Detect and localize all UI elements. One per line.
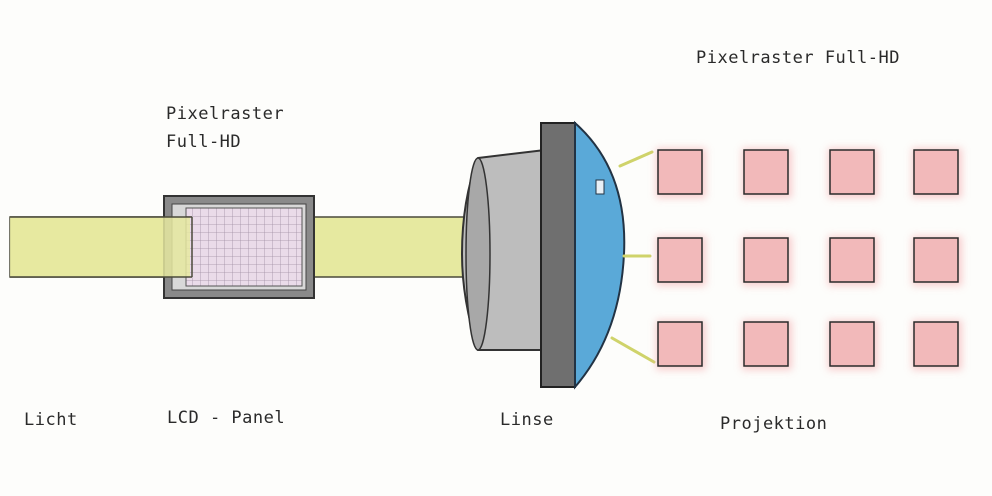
projected-pixel <box>743 321 789 367</box>
pixel-grid-projection-label: Pixelraster Full-HD <box>696 48 900 68</box>
projected-pixel <box>913 149 959 195</box>
projected-pixel <box>829 237 875 283</box>
lcd-panel-label: LCD - Panel <box>167 408 286 428</box>
projected-pixel <box>657 149 703 195</box>
light-rays <box>610 150 656 364</box>
light-label: Licht <box>24 410 78 430</box>
projected-pixel <box>913 237 959 283</box>
lens-label: Linse <box>500 410 554 430</box>
projection-grid <box>656 148 962 370</box>
projected-pixel <box>829 321 875 367</box>
pixel-grid-lcd-label-line1: Pixelraster <box>166 104 285 124</box>
lens <box>460 120 626 390</box>
projected-pixel <box>657 237 703 283</box>
projected-pixel <box>657 321 703 367</box>
pixel-grid-lcd-label-line2: Full-HD <box>166 132 242 152</box>
projected-pixel <box>829 149 875 195</box>
projected-pixel <box>743 237 789 283</box>
projection-label: Projektion <box>720 414 828 434</box>
projected-pixel <box>913 321 959 367</box>
lcd-panel <box>10 195 315 299</box>
projected-pixel <box>743 149 789 195</box>
